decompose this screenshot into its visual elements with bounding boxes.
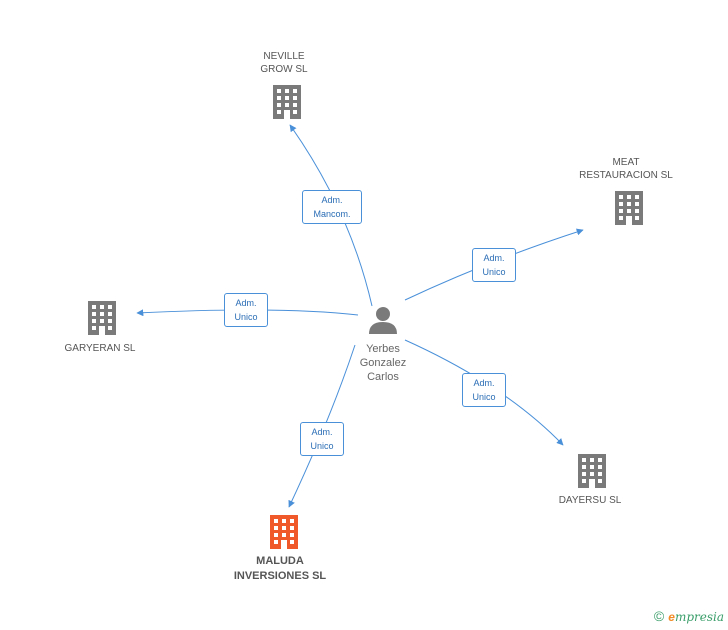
building-icon-maluda <box>270 515 298 549</box>
building-icon-dayersu <box>578 454 606 488</box>
building-icon-meat <box>615 191 643 225</box>
relation-badge-dayersu[interactable]: Adm. Unico <box>462 373 506 407</box>
building-icon-neville <box>273 85 301 119</box>
relation-badge-meat[interactable]: Adm. Unico <box>472 248 516 282</box>
building-icon-garyeran <box>88 301 116 335</box>
company-label-garyeran[interactable]: GARYERAN SL <box>64 343 136 354</box>
company-label-meat[interactable]: MEAT RESTAURACION SL <box>579 157 673 181</box>
relation-badge-maluda[interactable]: Adm. Unico <box>300 422 344 456</box>
company-label-maluda[interactable]: MALUDA INVERSIONES SL <box>233 555 327 582</box>
brand-logo: ©empresia <box>653 608 724 624</box>
relation-badge-neville[interactable]: Adm. Mancom. <box>302 190 362 224</box>
company-label-dayersu[interactable]: DAYERSU SL <box>558 495 622 506</box>
copyright-icon: © <box>653 608 665 624</box>
company-label-neville[interactable]: NEVILLE GROW SL <box>260 51 308 75</box>
person-icon <box>369 307 397 334</box>
person-label[interactable]: Yerbes Gonzalez Carlos <box>359 343 407 383</box>
relation-badge-garyeran[interactable]: Adm. Unico <box>224 293 268 327</box>
